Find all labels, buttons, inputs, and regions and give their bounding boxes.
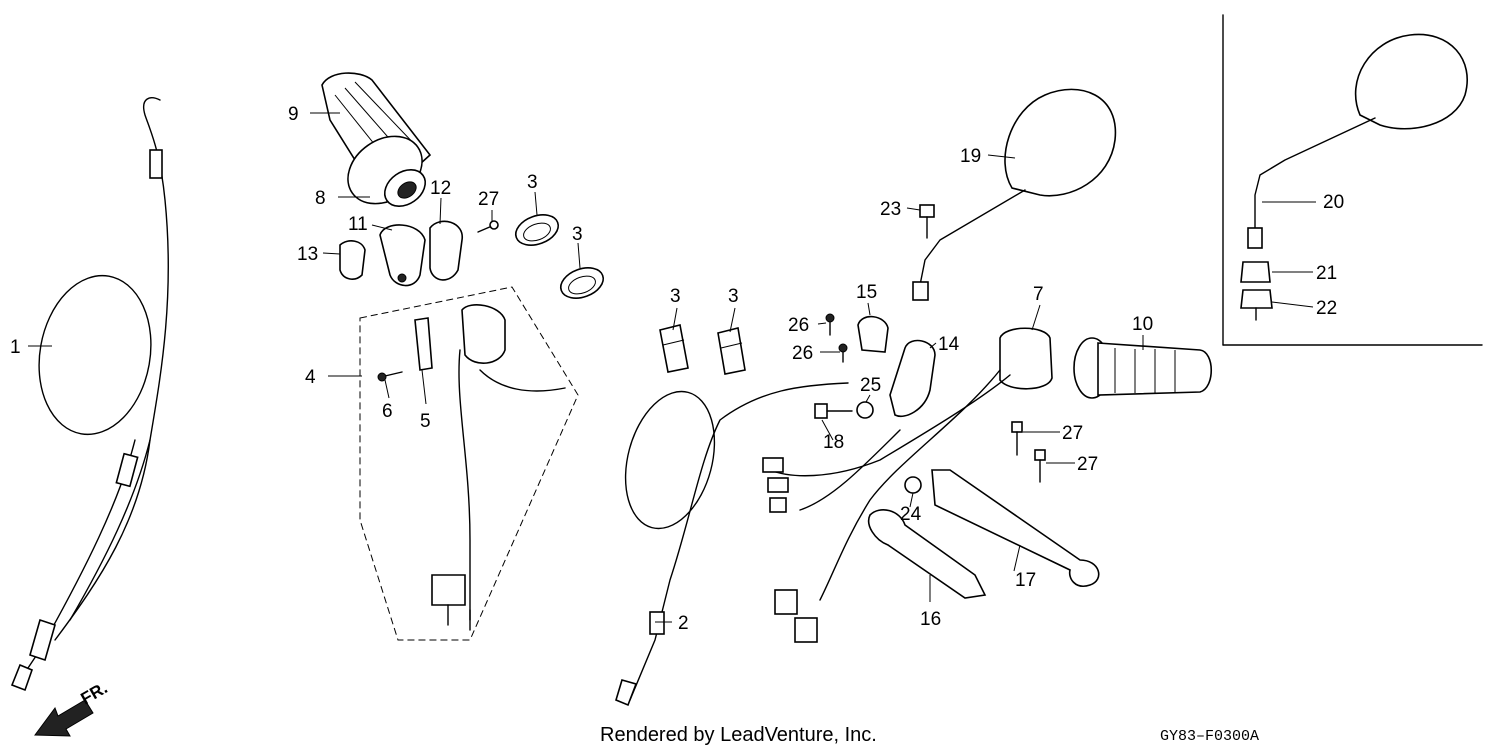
screw-26-b[interactable] — [838, 343, 848, 363]
callout-26a: 26 — [788, 315, 809, 336]
callout-5: 5 — [420, 411, 431, 432]
left-grip[interactable] — [1073, 337, 1212, 399]
screw-26-a[interactable] — [825, 313, 835, 336]
callout-3a: 3 — [527, 172, 538, 193]
left-switch-housing[interactable] — [762, 327, 1053, 643]
diagram-code: GY83–F0300A — [1160, 728, 1259, 745]
callout-24: 24 — [900, 504, 922, 525]
callout-16: 16 — [920, 609, 941, 630]
throttle-housing-cover[interactable] — [339, 240, 366, 280]
lever-16[interactable] — [868, 509, 987, 599]
throttle-grip[interactable] — [321, 72, 435, 217]
kill-switch-assembly[interactable] — [359, 286, 579, 641]
lever-bracket-holder[interactable] — [857, 315, 889, 353]
callout-6: 6 — [382, 401, 393, 422]
cable-clamp-3b[interactable] — [557, 262, 608, 303]
bolt-18[interactable] — [814, 403, 853, 419]
clutch-cable[interactable] — [611, 382, 849, 707]
screw-27-c[interactable] — [1034, 449, 1046, 483]
callout-23: 23 — [880, 199, 901, 220]
callout-9: 9 — [288, 104, 299, 125]
front-direction-arrow: FR. — [34, 678, 111, 737]
callout-27b: 27 — [1062, 423, 1083, 444]
callout-17: 17 — [1015, 570, 1036, 591]
mirror-right[interactable] — [912, 88, 1117, 301]
bolt-23[interactable] — [919, 204, 935, 239]
callout-2: 2 — [678, 613, 689, 634]
callout-4: 4 — [305, 367, 316, 388]
inset-frame — [1222, 14, 1483, 346]
pivot-24[interactable] — [904, 476, 922, 494]
callout-25: 25 — [860, 375, 881, 396]
callout-labels: 1 2 3 3 3 3 4 5 6 7 8 9 10 11 12 13 14 1… — [10, 104, 1344, 634]
callout-26b: 26 — [792, 343, 813, 364]
throttle-housing-lower[interactable] — [429, 220, 463, 281]
lever-bracket[interactable] — [889, 339, 936, 417]
callout-1: 1 — [10, 337, 21, 358]
callout-3c: 3 — [670, 286, 681, 307]
screw-27-b[interactable] — [1011, 421, 1023, 456]
cable-clamp-3a[interactable] — [512, 209, 563, 250]
callout-21: 21 — [1316, 263, 1337, 284]
throttle-cable[interactable] — [10, 97, 169, 692]
callout-20: 20 — [1323, 192, 1344, 213]
callout-7: 7 — [1033, 284, 1044, 305]
callout-14: 14 — [938, 334, 960, 355]
lever-17[interactable] — [931, 469, 1100, 587]
callout-3b: 3 — [572, 224, 583, 245]
nut-22[interactable] — [1240, 289, 1273, 321]
credit-text: Rendered by LeadVenture, Inc. — [600, 724, 877, 746]
leader-lines — [28, 112, 1316, 623]
cable-clamp-3c[interactable] — [659, 324, 689, 373]
nut-21[interactable] — [1240, 261, 1271, 283]
nut-25[interactable] — [856, 401, 874, 419]
callout-19: 19 — [960, 146, 981, 167]
screw-27-a[interactable] — [477, 220, 499, 233]
callout-11: 11 — [348, 214, 368, 235]
screw-6[interactable] — [377, 371, 403, 382]
callout-18: 18 — [823, 432, 844, 453]
callout-27c: 27 — [1077, 454, 1098, 475]
cable-clamp-3d[interactable] — [717, 327, 746, 375]
callout-22: 22 — [1316, 298, 1337, 319]
callout-13: 13 — [297, 244, 318, 265]
callout-8: 8 — [315, 188, 326, 209]
throttle-housing-upper[interactable] — [379, 224, 426, 287]
mirror-left[interactable] — [1247, 33, 1468, 249]
callout-15: 15 — [856, 282, 877, 303]
callout-10: 10 — [1132, 314, 1153, 335]
callout-3d: 3 — [728, 286, 739, 307]
callout-12: 12 — [430, 178, 451, 199]
callout-27a: 27 — [478, 189, 499, 210]
